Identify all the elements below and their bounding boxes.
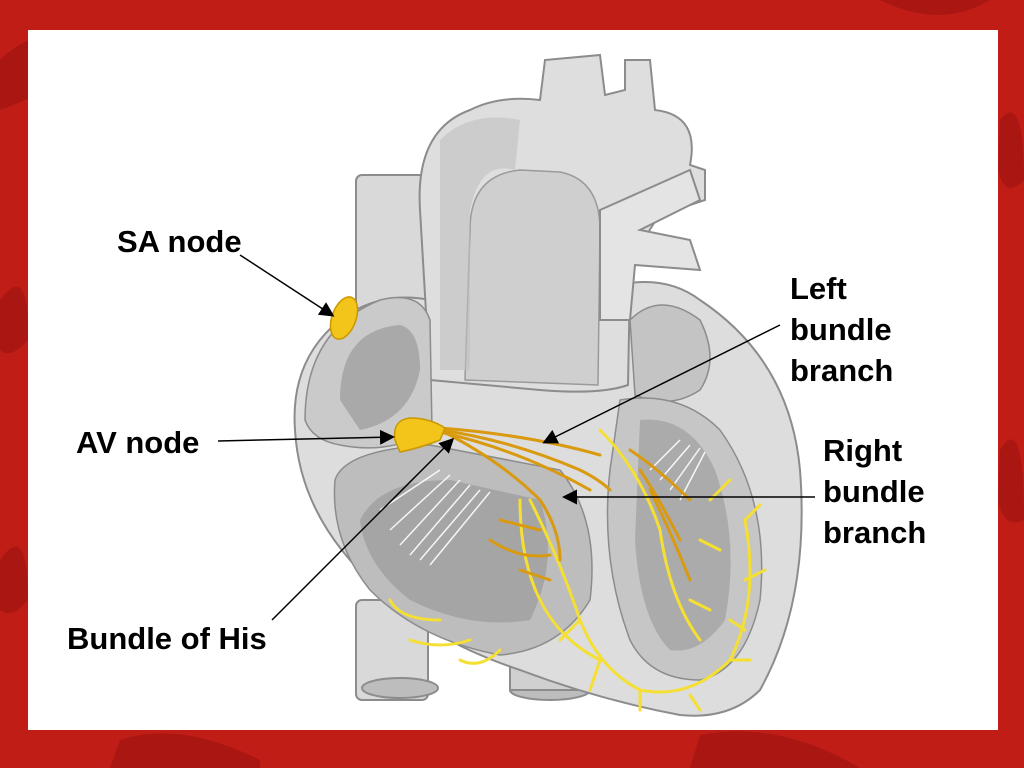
left-atrium <box>629 304 711 403</box>
sa-node-pointer <box>239 254 335 317</box>
bundle-of-his-label: Bundle of His <box>67 621 267 656</box>
left-bundle-branch-pointer <box>542 324 781 444</box>
av-node-label: AV node <box>76 425 200 460</box>
av-node-pointer <box>217 429 395 445</box>
sa-node-label: SA node <box>117 224 242 259</box>
pulmonary-artery <box>599 168 702 321</box>
left-bundle-branch-label-line: branch <box>790 353 894 388</box>
left-bundle-branch-label-line: Left <box>790 271 847 306</box>
right-bundle-branch-label-line: Right <box>823 433 903 468</box>
left-bundle-branch-label: Left bundle branch <box>790 268 893 391</box>
bundle-of-his-pointer <box>271 437 455 621</box>
purkinje-fibers <box>388 428 767 712</box>
right-bundle-branch-label: Right bundle branch <box>823 430 926 553</box>
right-bundle-branch-label-line: branch <box>823 515 927 550</box>
chordae-tendineae <box>379 439 706 566</box>
bundle-branches <box>438 426 692 582</box>
right-bundle-branch-label-line: bundle <box>823 474 925 509</box>
left-bundle-branch-label-line: bundle <box>790 312 892 347</box>
av-node-shape <box>393 417 446 453</box>
